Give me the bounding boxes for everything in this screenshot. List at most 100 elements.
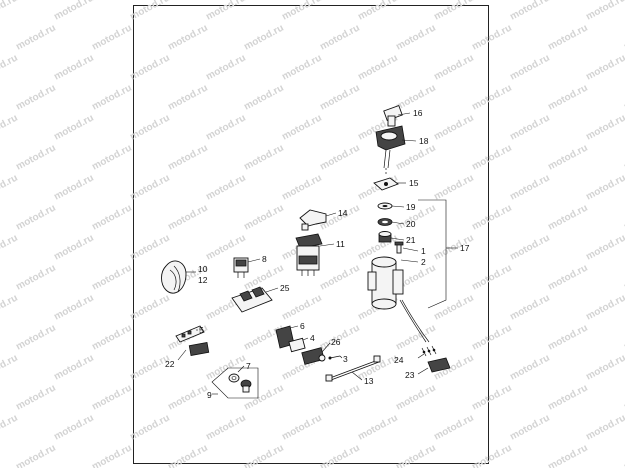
watermark-text: motod.ru	[584, 53, 625, 83]
watermark-text: motod.ru	[470, 263, 513, 293]
watermark-text: motod.ru	[584, 233, 625, 263]
watermark-text: motod.ru	[508, 413, 551, 443]
fuse-block-part-25	[231, 286, 273, 313]
watermark-text: motod.ru	[52, 53, 95, 83]
switch-cover-part-18	[375, 125, 406, 176]
watermark-text: motod.ru	[470, 143, 513, 173]
watermark-text: motod.ru	[546, 383, 589, 413]
watermark-text: motod.ru	[508, 293, 551, 323]
watermark-text: motod.ru	[242, 23, 285, 53]
watermark-text: motod.ru	[318, 23, 361, 53]
watermark-text: motod.ru	[204, 413, 247, 443]
callout-1: 1	[421, 246, 426, 256]
diagram-frame	[133, 5, 489, 464]
watermark-text: motod.ru	[128, 233, 171, 263]
watermark-text: motod.ru	[584, 0, 625, 23]
watermark-text: motod.ru	[280, 0, 323, 23]
watermark-text: motod.ru	[394, 23, 437, 53]
watermark-text: motod.ru	[90, 383, 133, 413]
callout-14: 14	[338, 208, 348, 218]
watermark-text: motod.ru	[470, 83, 513, 113]
watermark-text: motod.ru	[318, 263, 361, 293]
pin-part-3	[328, 355, 341, 360]
watermark-text: motod.ru	[204, 53, 247, 83]
module-part-22	[188, 342, 210, 356]
watermark-text: motod.ru	[470, 443, 513, 468]
watermark-text: motod.ru	[204, 173, 247, 203]
watermark-text: motod.ru	[14, 23, 57, 53]
connector-part-23	[427, 357, 451, 373]
watermark-text: motod.ru	[0, 0, 20, 23]
watermark-text: motod.ru	[52, 0, 95, 23]
callout-17: 17	[460, 243, 470, 253]
watermark-text: motod.ru	[90, 323, 133, 353]
screw-part-1	[394, 241, 404, 254]
callout-26: 26	[331, 337, 341, 347]
watermark-text: motod.ru	[166, 383, 209, 413]
watermark-text: motod.ru	[280, 413, 323, 443]
watermark-text: motod.ru	[204, 353, 247, 383]
connector-part-26	[301, 347, 326, 365]
callout-7: 7	[246, 361, 251, 371]
callout-4: 4	[310, 333, 315, 343]
watermark-text: motod.ru	[356, 53, 399, 83]
watermark-text: motod.ru	[14, 143, 57, 173]
assembly-bracket-17	[418, 199, 447, 309]
watermark-text: motod.ru	[14, 203, 57, 233]
callout-18: 18	[419, 136, 429, 146]
cover-part-10-12	[161, 260, 187, 294]
watermark-text: motod.ru	[0, 353, 20, 383]
watermark-text: motod.ru	[128, 53, 171, 83]
callout-8: 8	[262, 254, 267, 264]
callout-6: 6	[300, 321, 305, 331]
watermark-text: motod.ru	[318, 383, 361, 413]
switch-body-part-17	[367, 256, 430, 343]
callout-25: 25	[280, 283, 290, 293]
connector-part-4	[288, 337, 306, 353]
watermark-text: motod.ru	[432, 413, 475, 443]
watermark-text: motod.ru	[584, 413, 625, 443]
watermark-text: motod.ru	[166, 83, 209, 113]
watermark-text: motod.ru	[280, 113, 323, 143]
callout-19: 19	[406, 202, 416, 212]
watermark-text: motod.ru	[52, 413, 95, 443]
watermark-text: motod.ru	[432, 293, 475, 323]
watermark-text: motod.ru	[128, 413, 171, 443]
watermark-text: motod.ru	[242, 443, 285, 468]
callout-12: 12	[198, 275, 208, 285]
callout-23: 23	[405, 370, 415, 380]
watermark-text: motod.ru	[280, 293, 323, 323]
ring-part-20	[377, 218, 393, 226]
watermark-text: motod.ru	[52, 293, 95, 323]
watermark-text: motod.ru	[52, 233, 95, 263]
watermark-text: motod.ru	[318, 83, 361, 113]
watermark-text: motod.ru	[318, 143, 361, 173]
leader-lines	[177, 112, 458, 395]
watermark-text: motod.ru	[0, 293, 20, 323]
callout-11: 11	[336, 239, 345, 249]
watermark-text: motod.ru	[584, 353, 625, 383]
watermark-text: motod.ru	[584, 113, 625, 143]
callout-3: 3	[343, 354, 348, 364]
watermark-text: motod.ru	[204, 0, 247, 23]
watermark-text: motod.ru	[242, 83, 285, 113]
bracket-set-9	[211, 367, 259, 399]
watermark-text: motod.ru	[52, 113, 95, 143]
watermark-text: motod.ru	[432, 113, 475, 143]
watermark-text: motod.ru	[470, 203, 513, 233]
callout-15: 15	[409, 178, 419, 188]
watermark-text: motod.ru	[0, 113, 20, 143]
watermark-text: motod.ru	[546, 203, 589, 233]
watermark-text: motod.ru	[90, 83, 133, 113]
watermark-text: motod.ru	[470, 323, 513, 353]
key-part-16	[383, 104, 403, 127]
watermark-text: motod.ru	[14, 83, 57, 113]
callout-5: 5	[199, 325, 204, 335]
watermark-text: motod.ru	[242, 143, 285, 173]
callout-21: 21	[406, 235, 416, 245]
callout-16: 16	[413, 108, 423, 118]
watermark-text: motod.ru	[508, 113, 551, 143]
watermark-text: motod.ru	[356, 173, 399, 203]
watermark-text: motod.ru	[128, 0, 171, 23]
